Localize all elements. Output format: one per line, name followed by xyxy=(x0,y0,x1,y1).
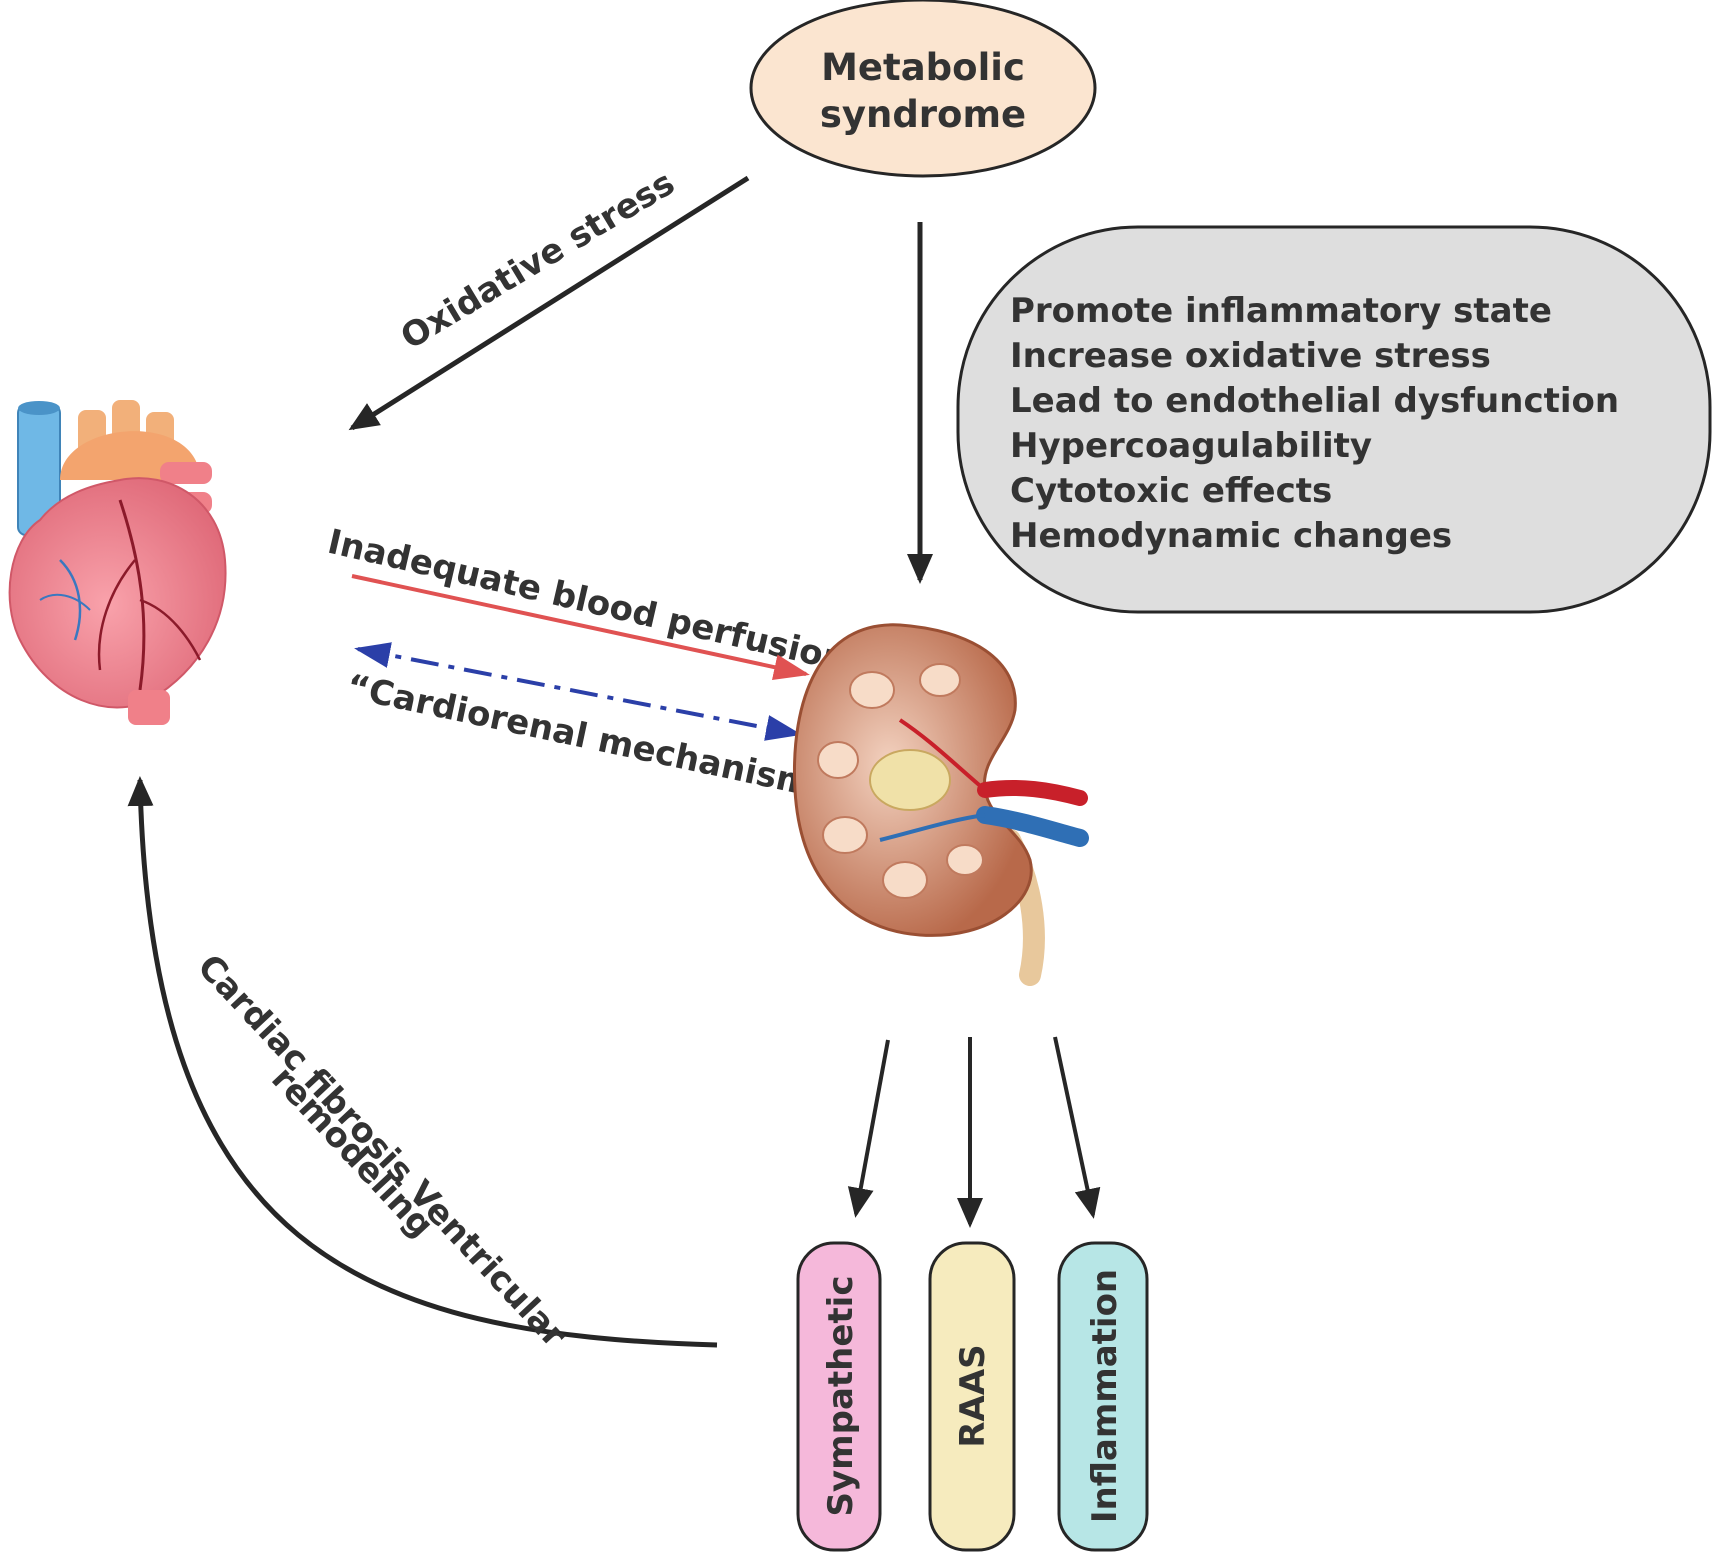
effect-item: Promote inflammatory state xyxy=(1010,291,1552,331)
metabolic-syndrome-line1: Metabolic xyxy=(821,46,1025,89)
pathway-raas-label: RAAS xyxy=(953,1344,993,1447)
oxidative-stress-arrow xyxy=(348,175,750,431)
kidney-icon xyxy=(792,623,1089,986)
oxidative-stress-label: Oxidative stress xyxy=(394,163,682,358)
effects-box: Promote inflammatory state Increase oxid… xyxy=(956,225,1712,614)
metabolic-syndrome-line2: syndrome xyxy=(820,93,1026,136)
cardiorenal-label: “Cardiorenal mechanism” xyxy=(343,667,837,809)
fibrosis-feedback-arrow xyxy=(127,776,718,1348)
pathway-inflammation: Inflammation xyxy=(1057,1241,1149,1552)
kidney-to-inflammation-arrow xyxy=(1053,1036,1101,1219)
pathway-sympathetic: Sympathetic xyxy=(796,1241,882,1552)
heart-icon xyxy=(8,400,227,725)
pathway-inflammation-label: Inflammation xyxy=(1085,1269,1125,1523)
fibrosis-label-line1: Cardiac fibrosis Ventricular xyxy=(189,947,574,1356)
pathway-raas: RAAS xyxy=(928,1241,1016,1552)
effect-item: Hemodynamic changes xyxy=(1010,516,1452,556)
kidney-to-sympathetic-arrow xyxy=(847,1039,890,1218)
fibrosis-label-line2: remodeling xyxy=(263,1059,441,1246)
effect-item: Lead to endothelial dysfunction xyxy=(1010,381,1619,421)
metabolic-syndrome-node: Metabolic syndrome xyxy=(749,0,1097,178)
effect-item: Increase oxidative stress xyxy=(1010,336,1491,376)
pathway-sympathetic-label: Sympathetic xyxy=(821,1276,861,1517)
cardiorenal-arrow xyxy=(354,642,802,741)
effect-item: Hypercoagulability xyxy=(1010,426,1372,466)
effect-item: Cytotoxic effects xyxy=(1010,471,1332,511)
blood-perfusion-label: Inadequate blood perfusion xyxy=(324,522,851,681)
